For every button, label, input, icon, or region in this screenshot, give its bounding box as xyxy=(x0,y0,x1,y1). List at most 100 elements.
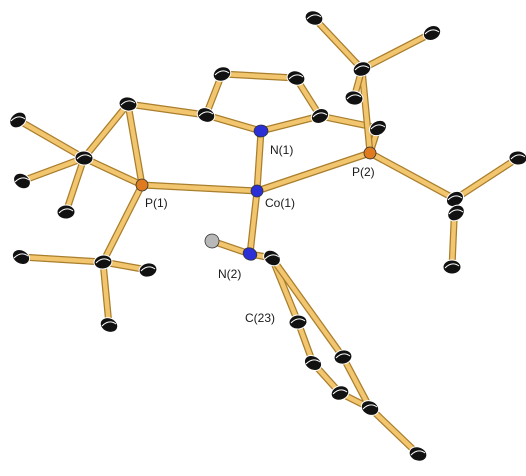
atom-ellipse-h2 xyxy=(204,233,220,249)
atom-ellipse-ar4 xyxy=(333,349,353,365)
atom-p2 xyxy=(363,146,377,160)
atoms xyxy=(9,10,526,462)
atom-axis-q1 xyxy=(76,154,92,160)
atom-axis-ar5 xyxy=(362,404,378,410)
atom-ellipse-ar5 xyxy=(360,400,380,416)
bond-p1-q1 xyxy=(81,155,145,188)
atom-axis-m4c xyxy=(444,263,460,269)
atom-ellipse-m3a xyxy=(304,10,324,26)
atom-ellipse-p2 xyxy=(363,146,377,160)
atom-axis-rL xyxy=(198,111,214,117)
bond-rTL-rTR xyxy=(219,71,299,81)
bond-q3-m3a xyxy=(311,15,365,72)
atom-m4b xyxy=(447,204,465,222)
atom-ellipse-m2c xyxy=(99,317,119,333)
atom-m1b xyxy=(56,204,76,220)
atom-m4a xyxy=(508,150,526,166)
atom-ellipse-q1 xyxy=(74,150,94,166)
bond-q3-m3b xyxy=(359,30,435,72)
atom-m3a xyxy=(304,10,324,26)
atom-rTR xyxy=(286,70,306,86)
atom-rR xyxy=(310,108,330,124)
atom-ar7 xyxy=(408,446,428,462)
atom-aL xyxy=(118,96,138,112)
atom-axis-m3b xyxy=(424,29,440,35)
bond-q1-aL xyxy=(81,101,131,161)
atom-q3 xyxy=(352,61,372,77)
atom-ellipse-m2b xyxy=(138,262,158,278)
bond-co1-n1 xyxy=(254,128,264,194)
atom-ellipse-m2a xyxy=(11,248,31,266)
atom-axis-m4a xyxy=(510,154,526,160)
bond-q1-m1c xyxy=(19,155,87,184)
atom-axis-rR xyxy=(312,112,328,118)
bond-q2-m2c xyxy=(100,259,112,328)
bond-co1-n2 xyxy=(247,188,260,257)
atom-ellipse-m4c xyxy=(442,259,462,275)
atom-axis-aR xyxy=(370,124,386,130)
atom-ellipse-rL xyxy=(196,107,216,123)
bond-n1-rL xyxy=(203,112,264,134)
atom-axis-m3a xyxy=(306,14,322,20)
atom-m2c xyxy=(99,317,119,333)
atom-axis-q2 xyxy=(95,258,111,264)
atom-axis-ar6 xyxy=(332,389,348,395)
atom-labels: N(1) P(2) P(1) Co(1) N(2) C(23) xyxy=(145,143,375,325)
bonds xyxy=(14,14,522,458)
atom-ellipse-m1a xyxy=(9,111,27,129)
atom-axis-ar2 xyxy=(290,318,306,324)
label-n2: N(2) xyxy=(218,267,241,281)
atom-c23 xyxy=(263,249,281,267)
atom-ellipse-ar3 xyxy=(303,354,323,372)
atom-m3c xyxy=(344,90,364,106)
label-p1: P(1) xyxy=(145,196,168,210)
atom-ar6 xyxy=(330,385,350,401)
atom-rL xyxy=(196,107,216,123)
label-p2: P(2) xyxy=(352,165,375,179)
atom-ellipse-m4b xyxy=(447,204,465,222)
bond-aL-p1 xyxy=(125,101,145,188)
atom-ellipse-q2 xyxy=(93,254,113,270)
atom-ellipse-m3b xyxy=(422,25,442,41)
bond-p2-q3 xyxy=(359,66,373,156)
atom-ellipse-m1b xyxy=(56,204,76,220)
atom-ellipse-m1c xyxy=(13,172,31,190)
atom-axis-m2c xyxy=(101,321,117,327)
atom-h2 xyxy=(204,233,220,249)
atom-q2 xyxy=(93,254,113,270)
atom-ellipse-n2 xyxy=(242,247,258,261)
atom-q4 xyxy=(446,190,464,208)
atom-axis-ar4 xyxy=(335,353,351,359)
atom-axis-m2b xyxy=(140,266,156,272)
label-c23: C(23) xyxy=(245,311,275,325)
atom-ellipse-ar7 xyxy=(408,446,428,462)
atom-m1a xyxy=(9,111,27,129)
bond-q1-m1a xyxy=(15,117,87,161)
atom-axis-m4b xyxy=(448,209,464,215)
atom-m1c xyxy=(13,172,31,190)
atom-axis-rTL xyxy=(214,70,230,76)
atom-p1 xyxy=(135,178,149,192)
atom-axis-m1a xyxy=(10,116,26,122)
atom-axis-rTR xyxy=(288,74,304,80)
atom-m2b xyxy=(138,262,158,278)
atom-ellipse-ar6 xyxy=(330,385,350,401)
atom-axis-q3 xyxy=(354,65,370,71)
atom-axis-ar7 xyxy=(410,450,426,456)
atom-axis-aL xyxy=(120,100,136,106)
atom-ellipse-ar2 xyxy=(288,314,308,330)
bond-p1-q2 xyxy=(100,182,145,265)
atom-ellipse-m3c xyxy=(344,90,364,106)
atom-ellipse-co1 xyxy=(250,184,264,198)
label-co1: Co(1) xyxy=(265,196,295,210)
bond-ar5-ar7 xyxy=(367,405,421,457)
atom-ellipse-aL xyxy=(118,96,138,112)
atom-axis-q4 xyxy=(447,195,463,201)
label-n1: N(1) xyxy=(270,143,293,157)
bond-q2-m2a xyxy=(18,254,106,265)
atom-ellipse-rTL xyxy=(212,66,232,82)
atom-ar2 xyxy=(288,314,308,330)
atom-m3b xyxy=(422,25,442,41)
atom-m2a xyxy=(11,248,31,266)
